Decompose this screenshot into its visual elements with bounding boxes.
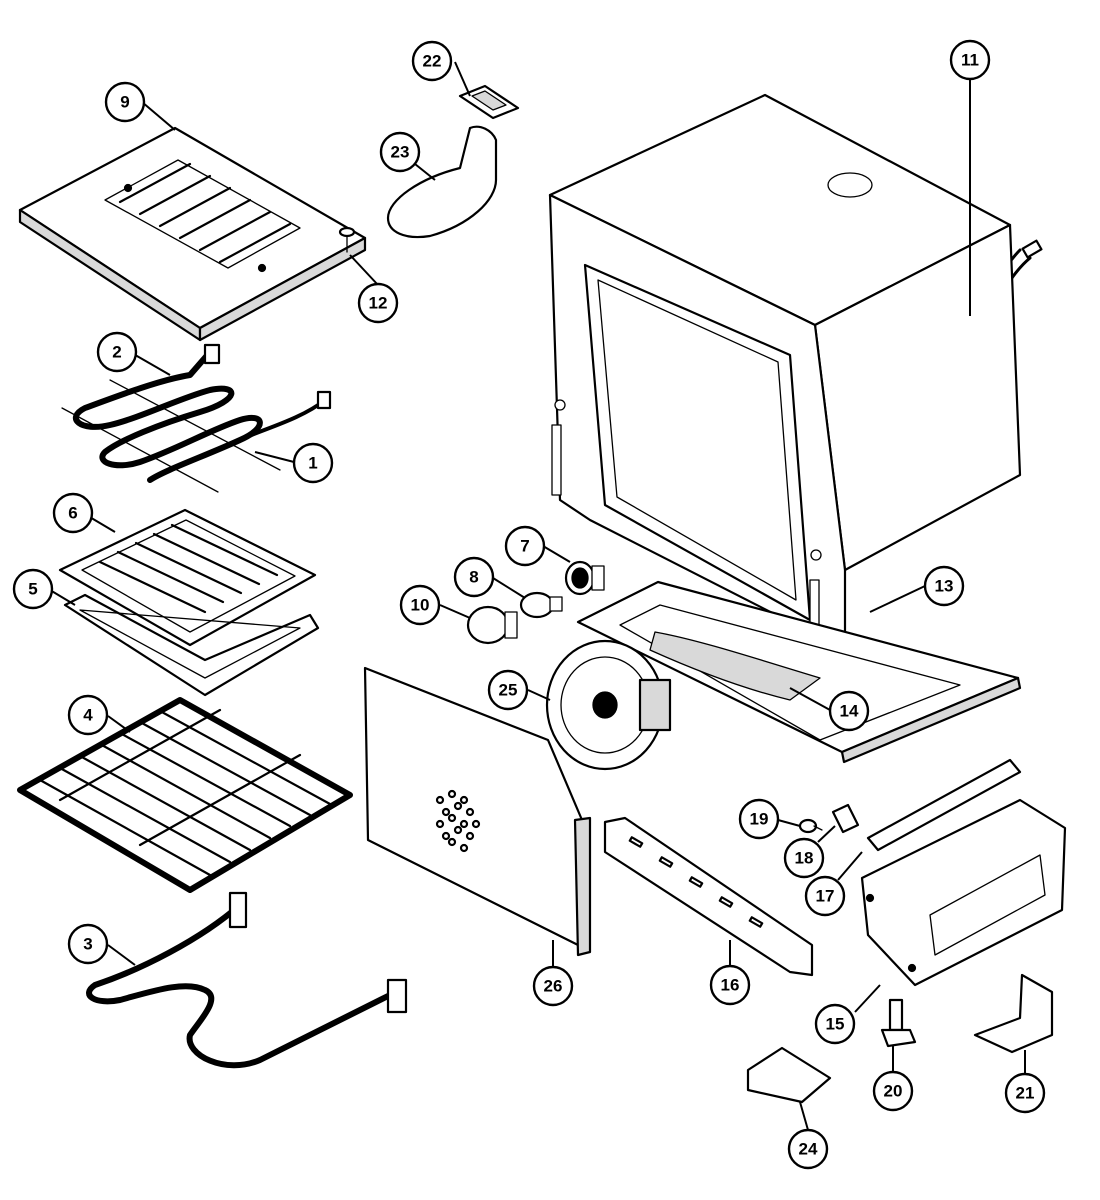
callout-18: 18 bbox=[783, 837, 825, 879]
svg-text:2: 2 bbox=[112, 343, 121, 362]
callout-15: 15 bbox=[814, 1003, 856, 1045]
svg-text:8: 8 bbox=[469, 568, 478, 587]
part-1-bake-element bbox=[61, 379, 332, 493]
callout-12: 12 bbox=[357, 282, 399, 324]
part-7-lamp-socket bbox=[564, 560, 605, 596]
svg-text:21: 21 bbox=[1016, 1084, 1035, 1103]
svg-text:4: 4 bbox=[83, 706, 93, 725]
part-16-support-rail bbox=[603, 816, 814, 977]
part-17-strip bbox=[866, 758, 1022, 852]
svg-text:11: 11 bbox=[961, 51, 979, 70]
callout-25: 25 bbox=[487, 669, 529, 711]
part-13-oven-cavity bbox=[548, 93, 1022, 652]
part-2-broil-element bbox=[72, 343, 263, 483]
callout-7: 7 bbox=[504, 525, 546, 567]
callout-19: 19 bbox=[738, 798, 780, 840]
svg-text:20: 20 bbox=[884, 1082, 903, 1101]
svg-text:3: 3 bbox=[83, 935, 92, 954]
part-23-curved-duct bbox=[386, 125, 498, 239]
svg-text:1: 1 bbox=[308, 454, 317, 473]
part-10-lamp-lens bbox=[466, 605, 518, 645]
part-21-anti-tip-bracket bbox=[973, 973, 1054, 1054]
callout-9: 9 bbox=[104, 81, 146, 123]
part-5-broiler-pan bbox=[63, 593, 320, 697]
svg-text:5: 5 bbox=[28, 580, 37, 599]
svg-text:23: 23 bbox=[391, 143, 410, 162]
callout-5: 5 bbox=[12, 568, 54, 610]
svg-text:14: 14 bbox=[840, 702, 859, 721]
svg-text:15: 15 bbox=[826, 1015, 845, 1034]
callout-1: 1 bbox=[292, 442, 334, 484]
svg-text:19: 19 bbox=[750, 810, 769, 829]
part-26-rear-panel bbox=[363, 666, 592, 957]
part-14-oven-bottom bbox=[576, 580, 1022, 764]
part-6-broiler-grid bbox=[58, 508, 317, 647]
callout-16: 16 bbox=[709, 964, 751, 1006]
part-15-storage-drawer bbox=[860, 798, 1067, 987]
callout-13: 13 bbox=[923, 565, 965, 607]
svg-text:9: 9 bbox=[120, 93, 129, 112]
svg-text:24: 24 bbox=[799, 1140, 818, 1159]
part-20-leveling-leg bbox=[880, 998, 917, 1048]
part-19-screw bbox=[798, 818, 823, 834]
callout-2: 2 bbox=[96, 331, 138, 373]
callout-21: 21 bbox=[1004, 1072, 1046, 1114]
callout-22: 22 bbox=[411, 40, 453, 82]
callout-6: 6 bbox=[52, 492, 94, 534]
svg-text:25: 25 bbox=[499, 681, 518, 700]
leader-lines bbox=[49, 61, 1026, 1131]
part-8-light-bulb bbox=[519, 591, 563, 619]
svg-text:6: 6 bbox=[68, 504, 77, 523]
svg-text:18: 18 bbox=[795, 849, 814, 868]
part-9-top-baffle-plate bbox=[18, 126, 367, 342]
callout-23: 23 bbox=[379, 131, 421, 173]
callout-24: 24 bbox=[787, 1128, 829, 1170]
part-22-small-bracket bbox=[458, 84, 520, 120]
callout-14: 14 bbox=[828, 690, 870, 732]
callout-11: 11 bbox=[949, 39, 991, 81]
svg-text:12: 12 bbox=[369, 294, 388, 313]
part-18-clip bbox=[831, 803, 860, 834]
callout-10: 10 bbox=[399, 584, 441, 626]
part-4-oven-rack bbox=[17, 697, 353, 893]
part-24-corner-cap bbox=[746, 1046, 832, 1104]
svg-text:13: 13 bbox=[935, 577, 954, 596]
part-25-convection-fan bbox=[545, 639, 672, 771]
svg-text:22: 22 bbox=[423, 52, 442, 71]
callout-8: 8 bbox=[453, 556, 495, 598]
part-12-screw bbox=[338, 226, 356, 253]
svg-text:16: 16 bbox=[721, 976, 740, 995]
part-3-lower-element bbox=[86, 891, 408, 1069]
svg-text:7: 7 bbox=[520, 537, 529, 556]
callout-17: 17 bbox=[804, 875, 846, 917]
svg-text:26: 26 bbox=[544, 977, 563, 996]
callout-26: 26 bbox=[532, 965, 574, 1007]
svg-text:10: 10 bbox=[411, 596, 430, 615]
callout-4: 4 bbox=[67, 694, 109, 736]
callout-20: 20 bbox=[872, 1070, 914, 1112]
callout-3: 3 bbox=[67, 923, 109, 965]
svg-text:17: 17 bbox=[816, 887, 835, 906]
